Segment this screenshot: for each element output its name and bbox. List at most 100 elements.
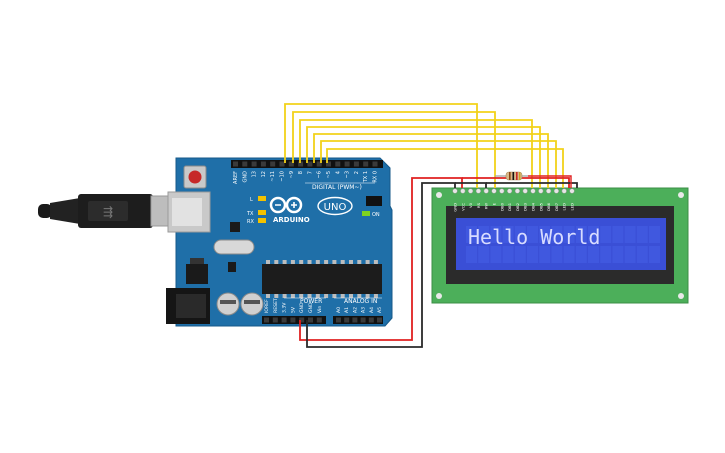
chip-pin [290, 294, 295, 298]
lcd-cell [624, 246, 636, 263]
header-pin[interactable] [377, 317, 382, 323]
lcd-pin[interactable] [546, 188, 552, 194]
lcd-pin[interactable] [460, 188, 466, 194]
header-pin[interactable] [316, 317, 322, 323]
digital-pin[interactable] [363, 161, 369, 167]
digital-pin[interactable] [270, 161, 276, 167]
digital-pin[interactable] [344, 161, 350, 167]
lcd-pin[interactable] [538, 188, 544, 194]
lcd-pin[interactable] [514, 188, 520, 194]
lcd-pin-label: DB3 [523, 202, 528, 211]
lcd-mount-holes [436, 192, 684, 299]
lcd-pin[interactable] [499, 188, 505, 194]
power-wires[interactable] [299, 177, 578, 348]
wire-gnd-to-rw [455, 182, 487, 188]
digital-pin[interactable] [353, 161, 359, 167]
digital-header-pins[interactable] [233, 161, 378, 167]
crystal-oscillator [213, 239, 255, 255]
lcd-pin[interactable] [530, 188, 536, 194]
power-analog-pins[interactable] [264, 317, 382, 323]
power-analog-pin-label: A3 [361, 307, 367, 313]
lcd-cell [612, 246, 624, 263]
digital-pin[interactable] [233, 161, 238, 167]
reset-button[interactable] [183, 165, 207, 189]
resistor[interactable] [495, 171, 572, 188]
header-pin[interactable] [299, 317, 305, 323]
usb-cable-strain-relief [50, 198, 80, 224]
lcd-pin[interactable] [553, 188, 559, 194]
header-pin[interactable] [336, 317, 341, 323]
digital-pin[interactable] [251, 161, 257, 167]
header-pin[interactable] [352, 317, 358, 323]
lcd-pin[interactable] [569, 188, 575, 194]
header-pin[interactable] [264, 317, 269, 323]
lcd-pin-label: DB5 [538, 202, 543, 211]
signal-wires[interactable] [284, 103, 564, 188]
chip-pin [365, 294, 370, 298]
digital-pin-label: 4 [335, 171, 341, 174]
power-analog-pin-label: Vin [317, 306, 323, 313]
lcd-cell [514, 226, 526, 243]
chip-pin [274, 294, 279, 298]
digital-pin[interactable] [316, 161, 322, 167]
lcd-pin[interactable] [475, 188, 481, 194]
digital-pin[interactable] [307, 161, 313, 167]
header-pin[interactable] [368, 317, 374, 323]
lcd-pin-label: DB0 [499, 202, 504, 211]
lcd-cell [649, 226, 660, 243]
digital-pin[interactable] [260, 161, 266, 167]
header-pin[interactable] [344, 317, 350, 323]
brand-label: ARDUINO [273, 216, 310, 224]
chip-pin [315, 294, 320, 298]
digital-pin[interactable] [298, 161, 304, 167]
lcd-cell [624, 226, 636, 243]
digital-pin[interactable] [326, 161, 331, 167]
lcd-pin[interactable] [452, 188, 458, 194]
header-pin[interactable] [281, 317, 287, 323]
header-pin[interactable] [290, 317, 296, 323]
chip-pin [324, 294, 329, 298]
lcd-pin[interactable] [468, 188, 474, 194]
digital-pin[interactable] [242, 161, 248, 167]
header-pin[interactable] [308, 317, 313, 323]
header-pin[interactable] [360, 317, 366, 323]
chip-pin [340, 260, 345, 264]
atmega-chip [262, 264, 382, 294]
usb-icon: ⇶ [103, 205, 113, 219]
wire-pin11-to-e [292, 111, 496, 188]
lcd-cell [612, 226, 624, 243]
wire-gnd-to-led-k [486, 182, 578, 188]
header-pin[interactable] [272, 317, 278, 323]
led-tx-label: TX [246, 211, 254, 217]
digital-pin[interactable] [279, 161, 285, 167]
lcd-pin-label: RW [484, 203, 489, 209]
lcd-cell [588, 246, 599, 263]
digital-pin-label: 12 [261, 171, 267, 177]
chip-pin [315, 260, 320, 264]
uno-badge: UNO [317, 196, 353, 216]
chip-pin [307, 260, 312, 264]
lcd-pin[interactable] [483, 188, 489, 194]
lcd-cell [600, 246, 612, 263]
lcd-pin[interactable] [522, 188, 528, 194]
lcd-cell [636, 246, 648, 263]
lcd-pin[interactable] [491, 188, 497, 194]
chip-pin [307, 294, 312, 298]
digital-pin[interactable] [372, 161, 378, 167]
digital-pin-label: ~5 [326, 171, 332, 178]
digital-label: DIGITAL (PWM~) [312, 184, 362, 191]
lcd-pin-header[interactable] [452, 188, 575, 194]
lcd-cell [466, 246, 477, 263]
digital-pin-label: 8 [298, 171, 304, 174]
digital-pin[interactable] [288, 161, 294, 167]
lcd-pin[interactable] [561, 188, 567, 194]
lcd-pin[interactable] [507, 188, 513, 194]
lcd-cell [551, 226, 563, 243]
digital-pin-label: 7 [307, 171, 313, 174]
digital-pin[interactable] [335, 161, 341, 167]
chip-pin [349, 260, 353, 264]
usb-cable[interactable]: ⇶ [38, 194, 182, 228]
